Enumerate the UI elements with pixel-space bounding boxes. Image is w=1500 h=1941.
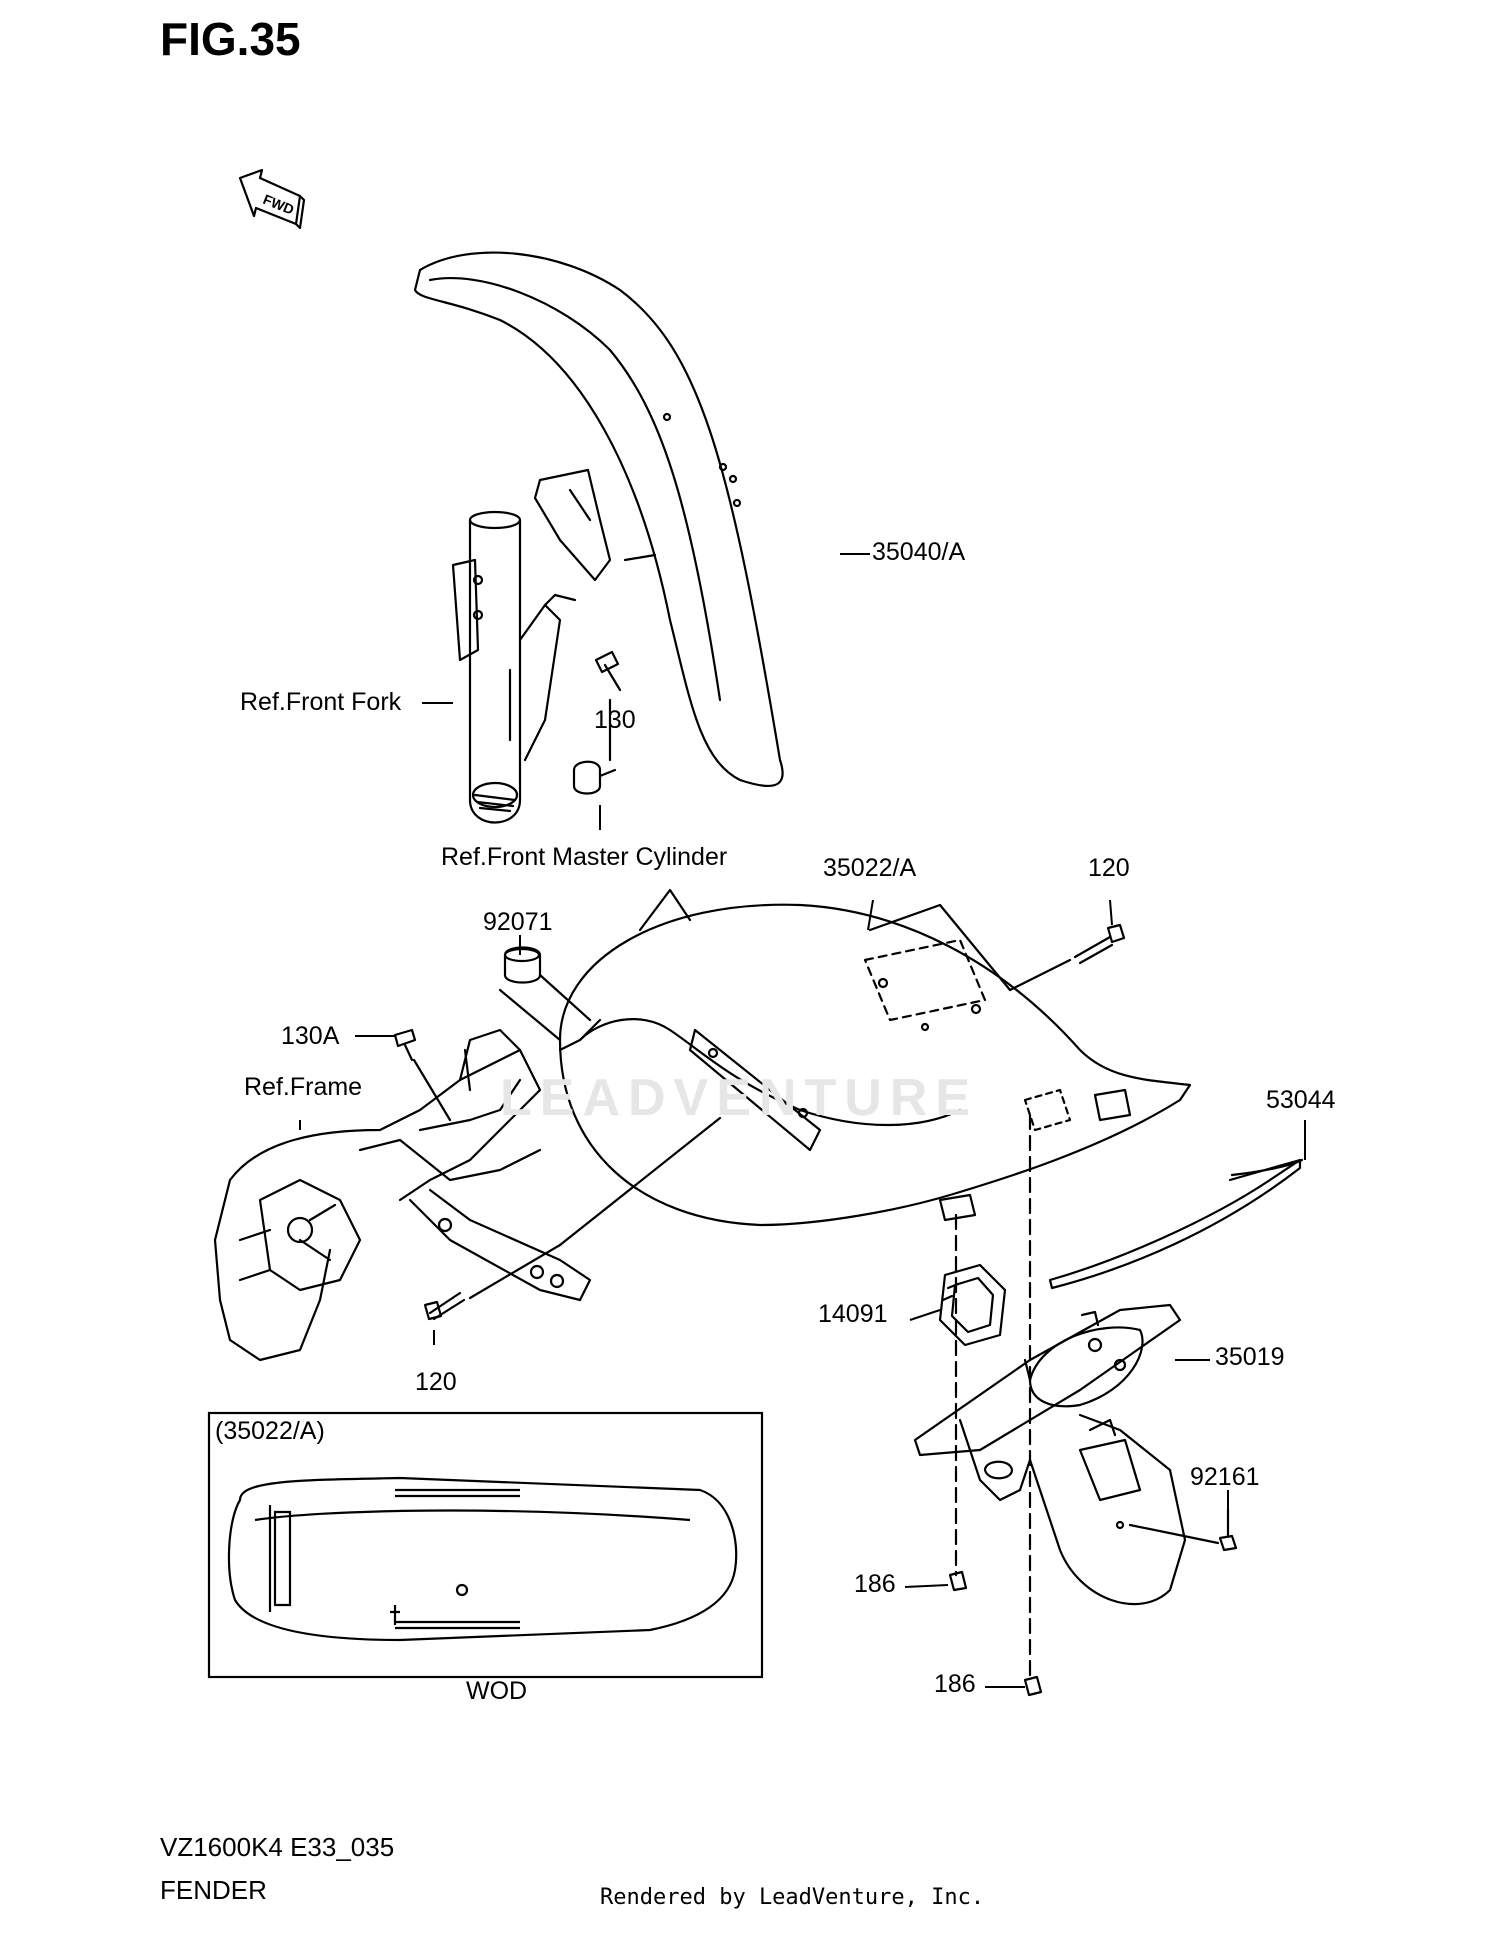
footer-model: VZ1600K4 E33_035 (160, 1832, 395, 1862)
inset-title: (35022/A) (215, 1417, 325, 1445)
bolt-130-drawing (572, 650, 622, 795)
footer-rendered-by: Rendered by LeadVenture, Inc. (600, 1885, 985, 1910)
callout-53044: 53044 (1266, 1086, 1336, 1114)
inset-caption: WOD (466, 1677, 528, 1705)
callout-92071: 92071 (483, 908, 553, 936)
footer-section: FENDER (160, 1875, 267, 1905)
callout-pointers (299, 553, 1306, 1688)
front-fork-drawing (451, 510, 577, 824)
callout-186-b: 186 (934, 1670, 976, 1698)
callout-14091: 14091 (818, 1300, 888, 1328)
screw-186-drawing (948, 1113, 1043, 1697)
callout-35022-A: 35022/A (823, 854, 917, 882)
callout-120-bottom: 120 (415, 1368, 457, 1396)
callout-ref-front-master-cylinder: Ref.Front Master Cylinder (441, 843, 728, 871)
front-fender-drawing (413, 251, 784, 788)
forward-arrow-icon: FWD (238, 168, 306, 230)
watermark: LEADVENTURE (500, 1069, 979, 1127)
bolt-120-drawing (423, 923, 1126, 1321)
frame-drawing (213, 1028, 592, 1362)
callout-ref-frame: Ref.Frame (244, 1073, 363, 1101)
callout-186-a: 186 (854, 1570, 896, 1598)
callout-130A: 130A (281, 1022, 340, 1050)
inset-wod (207, 1411, 764, 1679)
cable-53044-drawing (1048, 1158, 1304, 1290)
callout-35019: 35019 (1215, 1343, 1285, 1371)
callout-120-top: 120 (1088, 854, 1130, 882)
leader-lines (498, 888, 1012, 1247)
rear-fender-drawing (558, 903, 1192, 1227)
clip-92161-drawing (1115, 1508, 1238, 1552)
grommet-14091-drawing (938, 1263, 1007, 1347)
figure-title: FIG.35 (160, 13, 301, 65)
callout-35040-A: 35040/A (872, 538, 966, 566)
callout-130: 130 (594, 706, 636, 734)
cushion-92071-drawing (503, 946, 592, 1022)
bolt-130A-drawing (393, 1028, 452, 1122)
callout-92161: 92161 (1190, 1463, 1260, 1491)
callout-ref-front-fork: Ref.Front Fork (240, 688, 402, 716)
